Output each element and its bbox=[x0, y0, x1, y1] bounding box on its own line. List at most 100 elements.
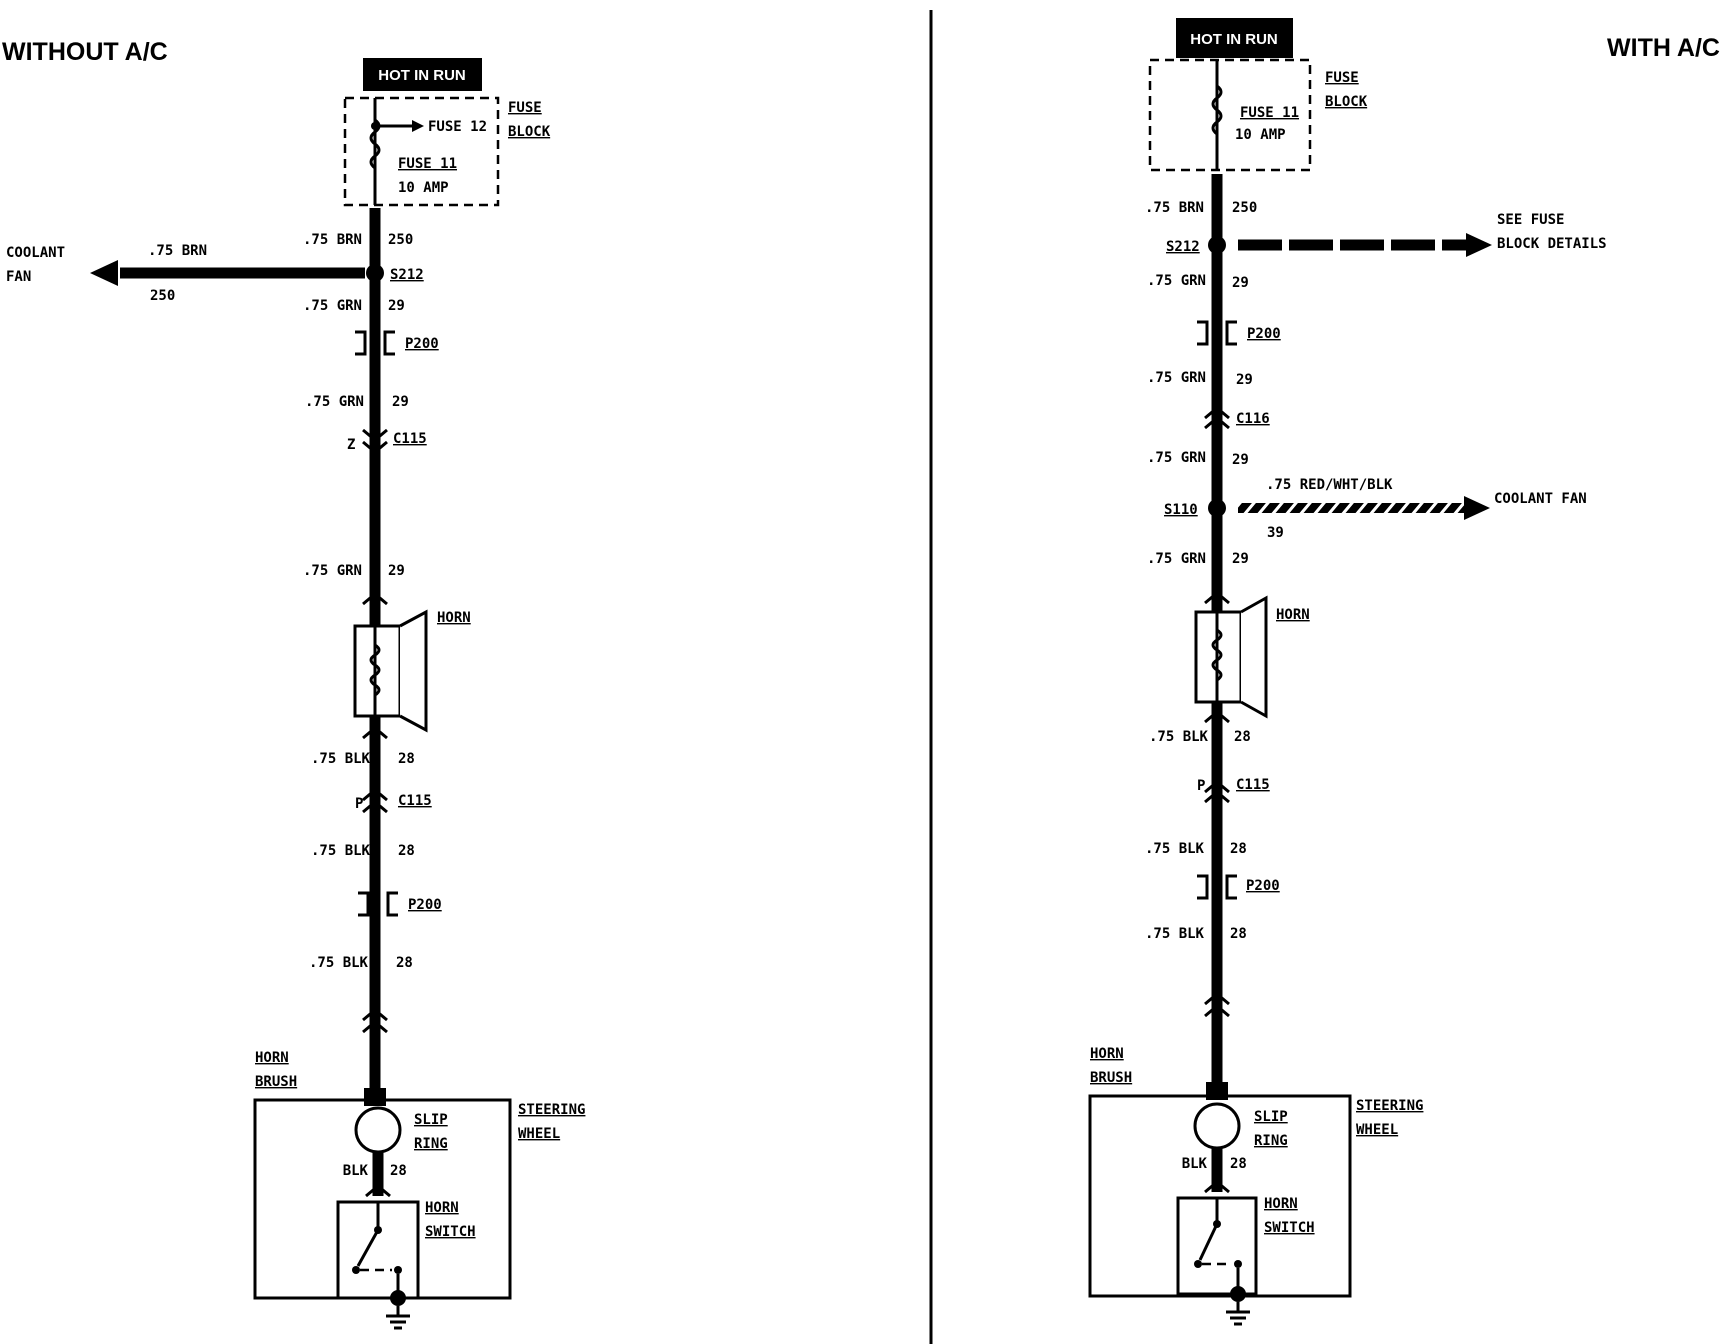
left-branch-arrow-icon bbox=[90, 260, 118, 286]
left-wire1-circuit: 250 bbox=[388, 232, 413, 248]
left-lower-connector-icon-b bbox=[362, 1020, 388, 1034]
left-fuse11-icon bbox=[369, 118, 381, 170]
left-horn-brush-label-2: BRUSH bbox=[255, 1074, 297, 1090]
left-c115a-label: C115 bbox=[393, 431, 427, 447]
left-steering-wheel-label-1: STEERING bbox=[518, 1102, 585, 1118]
left-c115b-connector-icon bbox=[362, 788, 388, 802]
right-panel: WITH A/C HOT IN RUN FUSE BLOCK FUSE 11 1… bbox=[1088, 18, 1720, 1326]
right-fan-wire-gauge: .75 RED/WHT/BLK bbox=[1266, 477, 1393, 493]
left-fuse11-label: FUSE 11 bbox=[398, 156, 457, 172]
right-inner-wire-gauge: BLK bbox=[1182, 1156, 1208, 1172]
right-wire4-circuit: 29 bbox=[1232, 452, 1249, 468]
left-splice-label: S212 bbox=[390, 267, 424, 283]
right-coolant-fan-arrow-icon bbox=[1464, 496, 1490, 520]
left-slip-ring-label-2: RING bbox=[414, 1136, 448, 1152]
right-p200a-label: P200 bbox=[1247, 326, 1281, 342]
right-wire5-gauge: .75 GRN bbox=[1147, 551, 1206, 567]
right-fuse-block-label-2: BLOCK bbox=[1325, 94, 1368, 110]
right-p200a-connector-icon bbox=[1197, 320, 1209, 346]
right-horn-switch-icon bbox=[1194, 1198, 1242, 1294]
left-branch-gauge: .75 BRN bbox=[148, 243, 207, 259]
left-wire5-gauge: .75 BLK bbox=[311, 751, 371, 767]
right-lower-connector-icon bbox=[1204, 992, 1230, 1006]
left-panel: WITHOUT A/C HOT IN RUN FUSE BLOCK FUSE 1… bbox=[2, 38, 585, 1330]
right-c115-pin: P bbox=[1197, 778, 1205, 794]
right-wire3-circuit: 29 bbox=[1236, 372, 1253, 388]
right-c115-label: C115 bbox=[1236, 777, 1270, 793]
right-wire1-circuit: 250 bbox=[1232, 200, 1257, 216]
right-p200b-label: P200 bbox=[1246, 878, 1280, 894]
right-slip-ring-label-1: SLIP bbox=[1254, 1109, 1288, 1125]
right-fan-wire-circuit: 39 bbox=[1267, 525, 1284, 541]
left-horn-switch-icon bbox=[352, 1202, 402, 1298]
left-c115b-pin: P bbox=[355, 796, 363, 812]
right-hot-in-run-box bbox=[1176, 18, 1293, 58]
left-fuse-block-label-2: BLOCK bbox=[508, 124, 551, 140]
left-c115b-connector-icon-b bbox=[362, 800, 388, 814]
left-horn-brush-label-1: HORN bbox=[255, 1050, 289, 1066]
left-c115b-label: C115 bbox=[398, 793, 432, 809]
left-wire4-gauge: .75 GRN bbox=[303, 563, 362, 579]
right-horn-icon bbox=[1194, 591, 1268, 724]
left-horn-switch-label-2: SWITCH bbox=[425, 1224, 476, 1240]
right-splice1-label: S212 bbox=[1166, 239, 1200, 255]
right-steering-wheel-label-1: STEERING bbox=[1356, 1098, 1423, 1114]
right-wire1-gauge: .75 BRN bbox=[1145, 200, 1204, 216]
left-wire6-circuit: 28 bbox=[398, 843, 415, 859]
right-horn-brush-label-1: HORN bbox=[1090, 1046, 1124, 1062]
right-horn-switch-label-1: HORN bbox=[1264, 1196, 1298, 1212]
right-wire3-gauge: .75 GRN bbox=[1147, 370, 1206, 386]
right-wire6-circuit: 28 bbox=[1234, 729, 1251, 745]
right-horn-brush-icon bbox=[1206, 1082, 1228, 1100]
right-splice-s110 bbox=[1208, 499, 1226, 517]
left-wire3-circuit: 29 bbox=[392, 394, 409, 410]
left-title: WITHOUT A/C bbox=[2, 38, 168, 66]
right-c115-connector-icon-b bbox=[1204, 790, 1230, 804]
right-fuse11-label: FUSE 11 bbox=[1240, 105, 1299, 121]
left-ground-icon bbox=[386, 1290, 410, 1330]
right-fuse11-icon bbox=[1211, 84, 1223, 136]
left-wire2-gauge: .75 GRN bbox=[303, 298, 362, 314]
right-splice2-label: S110 bbox=[1164, 502, 1198, 518]
left-slip-ring-icon bbox=[354, 1106, 402, 1154]
left-c115a-connector-icon-b bbox=[362, 440, 388, 454]
left-fuse-block-label-1: FUSE bbox=[508, 100, 542, 116]
right-p200a-connector-icon-b bbox=[1225, 320, 1237, 346]
left-wire6-gauge: .75 BLK bbox=[311, 843, 371, 859]
right-coolant-fan-wire bbox=[1238, 503, 1466, 513]
left-coolant-fan-label-2: FAN bbox=[6, 269, 31, 285]
left-horn-label: HORN bbox=[437, 610, 471, 626]
left-p200b-connector-icon bbox=[358, 891, 370, 917]
left-hot-in-run-label: HOT IN RUN bbox=[378, 67, 466, 84]
right-horn-label: HORN bbox=[1276, 607, 1310, 623]
right-wire8-circuit: 28 bbox=[1230, 926, 1247, 942]
left-wire5-circuit: 28 bbox=[398, 751, 415, 767]
right-slip-ring-icon bbox=[1193, 1102, 1241, 1150]
left-splice-s212 bbox=[366, 264, 384, 282]
left-wire4-circuit: 29 bbox=[388, 563, 405, 579]
left-coolant-fan-label-1: COOLANT bbox=[6, 245, 65, 261]
left-horn-icon bbox=[353, 592, 428, 740]
left-wire3-gauge: .75 GRN bbox=[305, 394, 364, 410]
right-c116-connector-icon bbox=[1204, 406, 1230, 420]
left-p200a-connector-icon bbox=[355, 330, 367, 356]
left-horn-switch-label-1: HORN bbox=[425, 1200, 459, 1216]
left-wire1-gauge: .75 BRN bbox=[303, 232, 362, 248]
left-fuse12-arrow-icon bbox=[412, 120, 424, 132]
right-horn-switch-label-2: SWITCH bbox=[1264, 1220, 1315, 1236]
right-c115-connector-icon bbox=[1204, 780, 1230, 794]
right-splice-s212 bbox=[1208, 236, 1226, 254]
left-hot-in-run-box bbox=[363, 58, 482, 91]
left-branch-circuit: 250 bbox=[150, 288, 175, 304]
left-inner-wire-gauge: BLK bbox=[343, 1163, 369, 1179]
left-c115a-connector-icon bbox=[362, 428, 388, 442]
left-fuse-block bbox=[343, 96, 500, 207]
right-steering-wheel-label-2: WHEEL bbox=[1356, 1122, 1398, 1138]
right-wire4-gauge: .75 GRN bbox=[1147, 450, 1206, 466]
right-fuse-block-label-1: FUSE bbox=[1325, 70, 1359, 86]
right-horn-brush-label-2: BRUSH bbox=[1090, 1070, 1132, 1086]
right-see-fuse-label-1: SEE FUSE bbox=[1497, 212, 1564, 228]
right-wire5-circuit: 29 bbox=[1232, 551, 1249, 567]
right-wire6-gauge: .75 BLK bbox=[1149, 729, 1209, 745]
right-coolant-fan-label: COOLANT FAN bbox=[1494, 491, 1587, 507]
